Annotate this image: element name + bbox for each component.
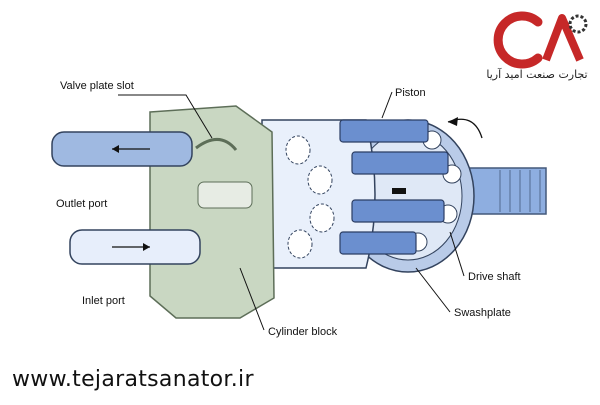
cylinder-block <box>261 119 376 269</box>
label-drive-shaft: Drive shaft <box>468 271 521 283</box>
label-swashplate: Swashplate <box>454 307 511 319</box>
label-outlet-port: Outlet port <box>56 198 107 210</box>
leader-lines <box>118 91 465 331</box>
pistons <box>339 119 449 255</box>
label-cylinder-block: Cylinder block <box>268 326 338 338</box>
label-piston: Piston <box>395 87 426 99</box>
rotation-arrow-icon <box>447 117 483 139</box>
brand-caption: تجارت صنعت امید آریا <box>486 68 588 81</box>
inlet-port-tube <box>69 229 201 265</box>
brand-logo <box>493 11 588 69</box>
drive-shaft <box>467 167 547 215</box>
label-valve-plate-slot: Valve plate slot <box>60 80 134 92</box>
outlet-port-tube <box>51 131 193 167</box>
label-inlet-port: Inlet port <box>82 295 125 307</box>
website-url[interactable]: www.tejaratsanator.ir <box>12 367 254 392</box>
